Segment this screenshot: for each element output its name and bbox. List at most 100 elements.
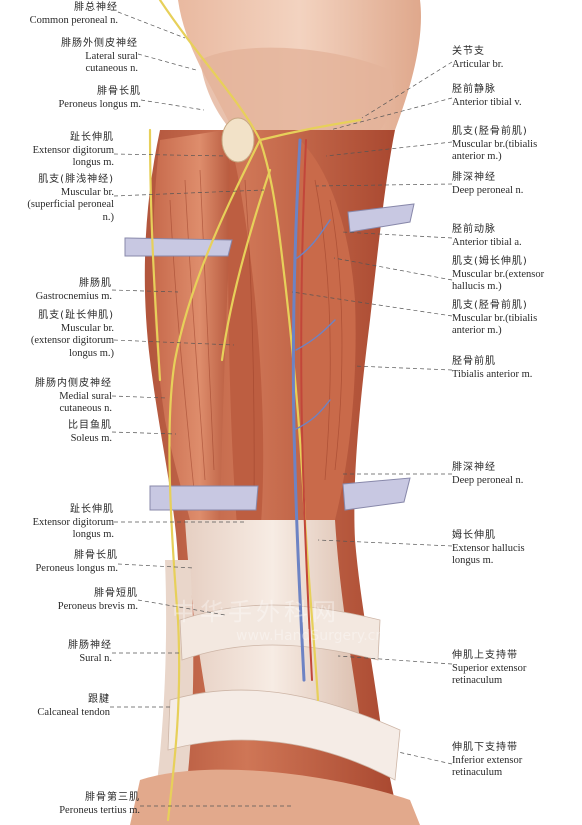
label-chinese: 胫前动脉	[452, 224, 496, 235]
label-english: Muscular br.(tibialis	[452, 312, 538, 324]
label-chinese: 肌支(胫骨前肌)	[452, 126, 528, 137]
label-english: Gastrocnemius m.	[35, 290, 112, 302]
label-english: Lateral sural	[85, 50, 138, 62]
leader-lines-left	[110, 11, 292, 807]
label-english: cutaneous n.	[59, 403, 113, 414]
label-english: longus m.	[72, 529, 114, 540]
label-english: longus m.	[72, 157, 114, 168]
watermark-chinese: 中华手外科网	[172, 598, 340, 626]
label-english: Tibialis anterior m.	[452, 368, 533, 380]
label-english: Peroneus longus m.	[58, 98, 141, 110]
label-english: longus m.	[452, 555, 494, 566]
label-english: Peroneus tertius m.	[59, 804, 140, 816]
label-chinese: 肌支(胫骨前肌)	[452, 300, 528, 311]
label-chinese: 关节支	[452, 46, 485, 57]
label-english: cutaneous n.	[85, 63, 139, 74]
label-english: Deep peroneal n.	[452, 474, 524, 486]
knee-region	[200, 47, 394, 140]
label-english: Anterior tibial v.	[452, 96, 522, 108]
label-chinese: 腓肠外侧皮神经	[61, 38, 138, 49]
label-english: hallucis m.)	[452, 281, 502, 292]
label-english: (superficial peroneal	[27, 199, 114, 210]
label-chinese: 腓深神经	[452, 172, 496, 183]
label-english: Medial sural	[59, 390, 112, 402]
label-chinese: 伸肌下支持带	[452, 742, 518, 753]
vessels	[291, 138, 336, 682]
label-english: longus m.)	[69, 347, 114, 359]
label-english: Sural n.	[79, 652, 112, 664]
label-english: Muscular br.(extensor	[452, 268, 545, 280]
leader-lines-right	[291, 61, 453, 765]
label-english: Extensor hallucis	[452, 542, 525, 554]
label-chinese: 肌支(姆长伸肌)	[452, 256, 528, 267]
superior-extensor-retinaculum	[179, 604, 381, 661]
label-chinese: 肌支(腓浅神经)	[38, 174, 114, 185]
label-chinese: 腓骨长肌	[74, 550, 118, 561]
patella	[221, 117, 255, 163]
label-english: Anterior tibial a.	[452, 236, 522, 248]
label-english: Peroneus brevis m.	[57, 600, 138, 612]
label-english: anterior m.)	[452, 151, 502, 162]
label-chinese: 腓肠肌	[79, 278, 112, 289]
label-chinese: 腓深神经	[452, 462, 496, 473]
label-chinese: 跟腱	[88, 694, 110, 705]
label-english: Extensor digitorum	[32, 144, 114, 156]
label-english: Articular br.	[452, 58, 504, 70]
label-english: Deep peroneal n.	[452, 184, 524, 196]
label-chinese: 趾长伸肌	[70, 504, 114, 515]
label-english: Calcaneal tendon	[37, 706, 110, 718]
label-chinese: 比目鱼肌	[68, 420, 112, 431]
label-english: Muscular br.(tibialis	[452, 138, 538, 150]
label-english: Superior extensor	[452, 662, 527, 674]
label-chinese: 腓骨第三肌	[85, 792, 140, 803]
label-left-5: 肌支(腓浅神经)Muscular br.(superficial peronea…	[27, 174, 114, 224]
label-chinese: 腓骨长肌	[97, 86, 141, 97]
watermark-url: www.HandSurgery.cn	[236, 628, 385, 644]
gastrocnemius-muscle	[153, 130, 231, 520]
label-chinese: 胫前静脉	[452, 84, 496, 95]
label-english: n.)	[102, 211, 114, 223]
label-english: Common peroneal n.	[29, 14, 118, 26]
label-chinese: 腓肠内侧皮神经	[35, 378, 112, 389]
label-chinese: 腓总神经	[74, 2, 118, 13]
label-english: Muscular br.	[60, 322, 114, 334]
tibialis-anterior-muscle	[299, 140, 356, 540]
label-chinese: 肌支(趾长伸肌)	[38, 310, 114, 321]
label-chinese: 腓骨短肌	[94, 588, 138, 599]
label-english: Extensor digitorum	[32, 516, 114, 528]
label-chinese: 胫骨前肌	[452, 356, 496, 367]
label-english: Peroneus longus m.	[35, 562, 118, 574]
label-english: retinaculum	[452, 675, 503, 686]
label-chinese: 趾长伸肌	[70, 132, 114, 143]
label-chinese: 姆长伸肌	[452, 530, 496, 541]
label-english: anterior m.)	[452, 325, 502, 336]
label-chinese: 腓肠神经	[68, 640, 112, 651]
label-english: Muscular br.	[60, 186, 114, 198]
